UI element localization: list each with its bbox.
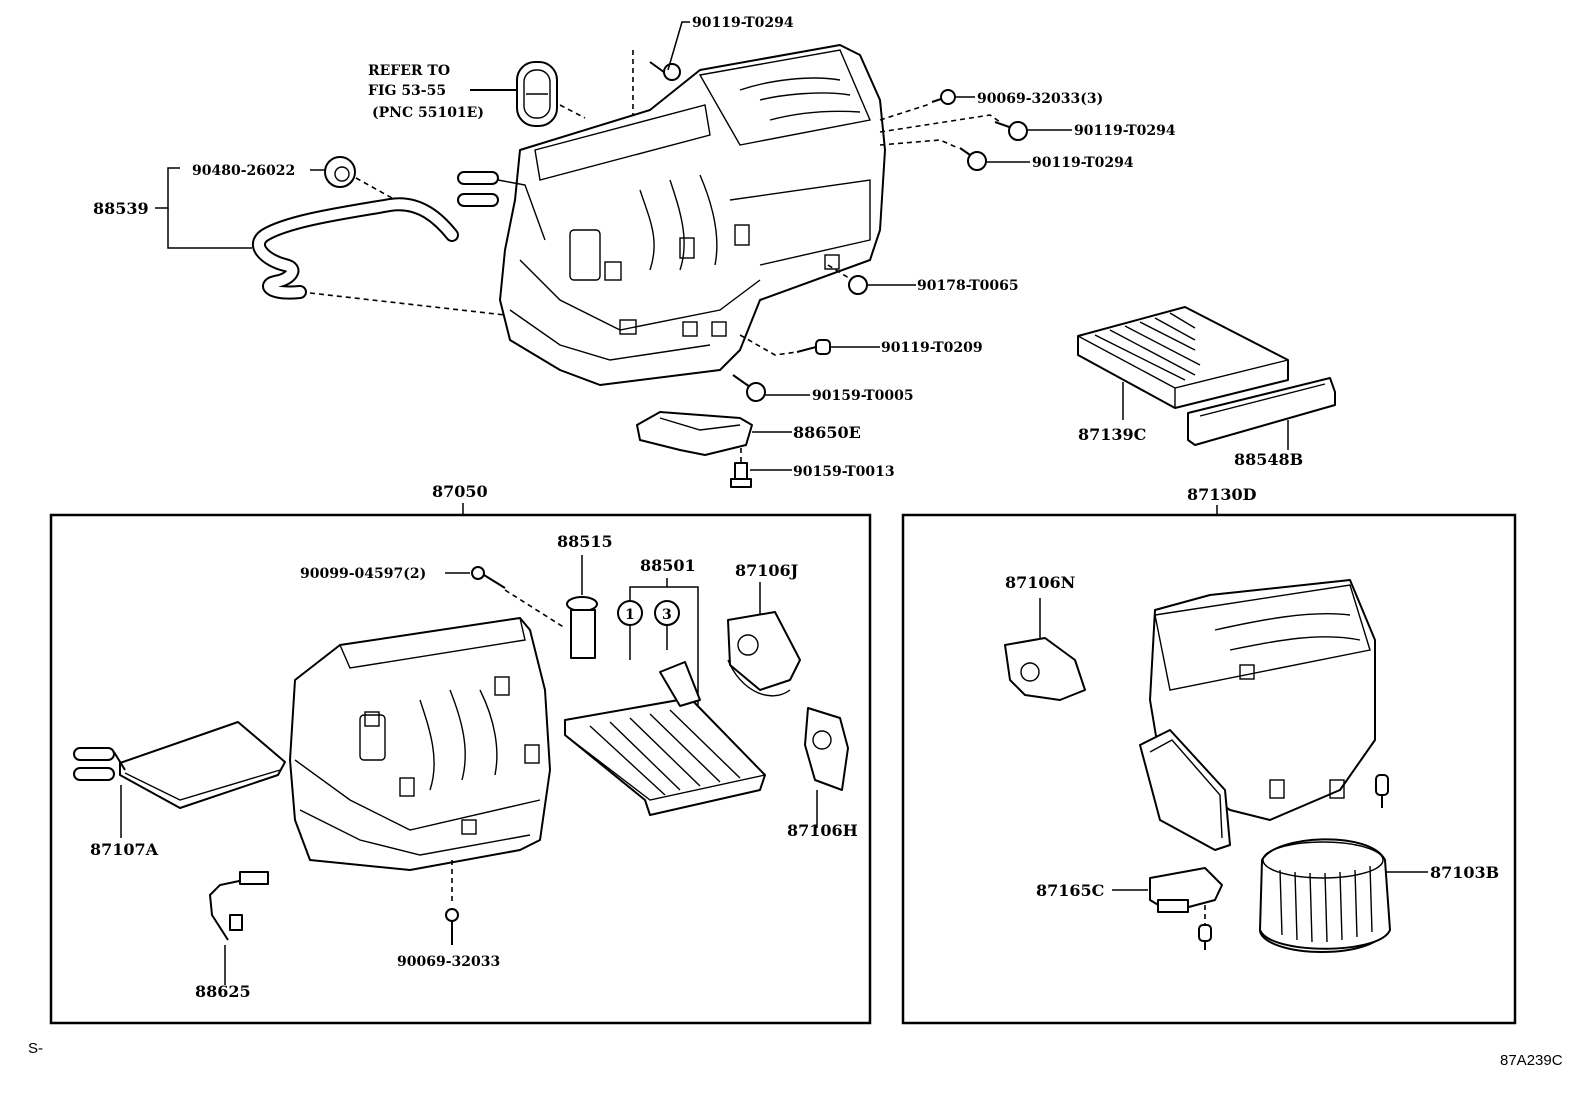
label-screw-c: 90119-T0294 — [1032, 155, 1134, 171]
label-screw: 90069-32033 — [397, 954, 500, 970]
screw-part — [994, 121, 1028, 141]
hvac-unit-assembly-top — [499, 44, 886, 386]
box-right-title: 87130D — [1187, 485, 1257, 504]
screw-part — [1198, 924, 1212, 950]
blower-motor-part — [1259, 838, 1391, 953]
o-ring-callout-3: 3 — [654, 600, 680, 626]
label-screw-f: 90159-T0013 — [793, 464, 895, 480]
label-servo-n: 87106N — [1005, 573, 1075, 592]
servo-motor-j-part — [727, 611, 801, 697]
box-right-frame — [901, 513, 1517, 1025]
label-bracket: 88650E — [793, 423, 861, 442]
screw-part — [732, 374, 766, 402]
seal-gasket-part — [516, 61, 558, 127]
grommet-part — [324, 156, 356, 188]
bolt-part — [471, 566, 506, 589]
box-left-title: 87050 — [432, 482, 488, 501]
heater-core-part — [73, 721, 286, 809]
cabin-filter-part — [1077, 306, 1289, 409]
nut-part — [848, 275, 868, 295]
o-ring-callout-1: 1 — [617, 600, 643, 626]
label-resistor: 87165C — [1036, 881, 1104, 900]
reference-note-line-2: FIG 53-55 — [368, 83, 446, 99]
servo-motor-h-part — [804, 707, 849, 791]
label-blower-motor: 87103B — [1430, 863, 1499, 882]
reference-note-line-1: REFER TO — [368, 63, 450, 79]
label-screw-a: 90069-32033(3) — [977, 91, 1103, 107]
servo-motor-n-part — [1004, 637, 1086, 701]
screw-part — [1375, 774, 1389, 808]
resistor-part — [1149, 867, 1223, 913]
screw-part — [796, 339, 831, 355]
filter-cover-part — [1187, 377, 1336, 446]
expansion-valve-part — [566, 596, 598, 659]
label-grommet: 90480-26022 — [192, 163, 295, 179]
svg-text:1: 1 — [625, 607, 635, 623]
box-left-frame — [49, 513, 872, 1025]
screw-part — [730, 462, 752, 488]
label-servo-j: 87106J — [735, 561, 798, 580]
thermistor-part — [208, 871, 269, 941]
label-hose-assy: 88539 — [93, 199, 149, 218]
label-heater-core: 87107A — [90, 840, 159, 859]
label-screw-e: 90159-T0005 — [812, 388, 914, 404]
screw-part — [445, 908, 459, 945]
illustration-code: 87A239C — [1500, 1052, 1563, 1069]
label-filter-cover: 88548B — [1234, 450, 1303, 469]
screw-part — [959, 147, 987, 171]
label-screw-d: 90119-T0209 — [881, 340, 983, 356]
label-evaporator: 88501 — [640, 556, 696, 575]
label-screw-top: 90119-T0294 — [692, 15, 794, 31]
screw-part — [931, 89, 956, 105]
heater-pipe-stubs — [457, 171, 546, 241]
label-filter: 87139C — [1078, 425, 1146, 444]
footer-mark: S- — [28, 1040, 43, 1057]
screw-part — [649, 61, 681, 81]
evaporator-part — [564, 661, 766, 816]
bracket-part — [636, 411, 753, 456]
label-exp-valve: 88515 — [557, 532, 613, 551]
label-servo-h: 87106H — [787, 821, 858, 840]
label-screw-b: 90119-T0294 — [1074, 123, 1176, 139]
label-nut: 90178-T0065 — [917, 278, 1019, 294]
svg-text:3: 3 — [662, 607, 672, 623]
reference-note-line-3: (PNC 55101E) — [372, 105, 484, 121]
label-thermistor: 88625 — [195, 982, 251, 1001]
hvac-housing-part — [289, 617, 551, 871]
label-bolt: 90099-04597(2) — [300, 566, 426, 582]
blower-housing-part — [1139, 579, 1376, 851]
hose-part — [252, 197, 459, 300]
